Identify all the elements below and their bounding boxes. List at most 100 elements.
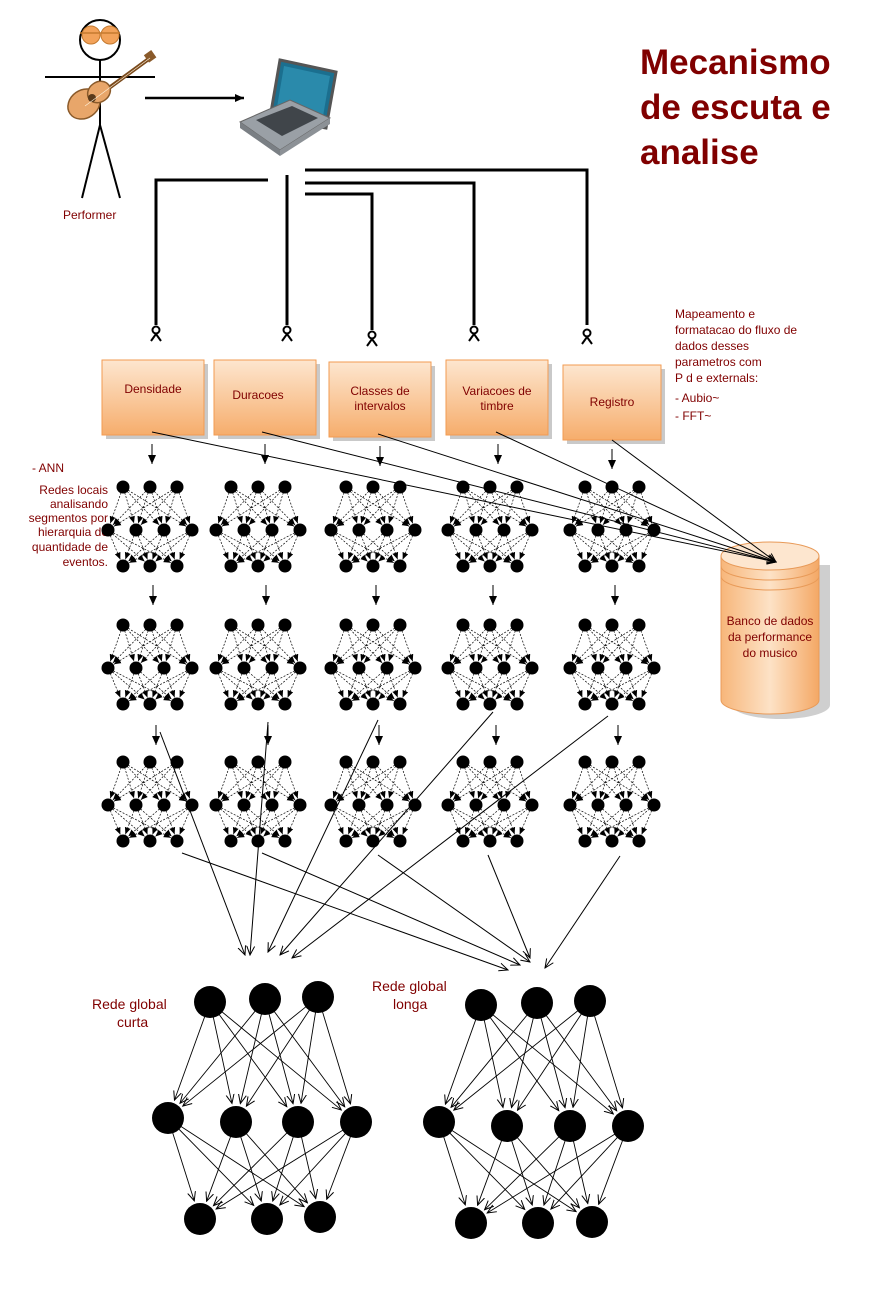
local-network-link (286, 767, 299, 799)
neuron-node (578, 618, 592, 632)
local-network-link (617, 671, 650, 700)
neuron-node (352, 661, 366, 675)
local-network-link (261, 766, 296, 801)
global-network-link (483, 1018, 503, 1108)
neuron-node (352, 523, 366, 537)
local-network-link (128, 671, 160, 700)
local-network-link (286, 630, 299, 662)
local-network-link (401, 492, 414, 524)
neuron-node (497, 798, 511, 812)
local-network-link (112, 491, 147, 526)
local-network-link (273, 767, 284, 799)
local-network-link (178, 492, 191, 524)
global-network-link (216, 1129, 345, 1209)
neuron-node (483, 834, 497, 848)
neuron-node (339, 480, 353, 494)
neuron-node (251, 618, 265, 632)
local-network-link (335, 766, 370, 801)
global-network-link (217, 1013, 286, 1106)
parameter-label: intervalos (354, 399, 405, 413)
neuron-node (265, 661, 279, 675)
local-network-link (151, 767, 163, 799)
ann-note-line-2: Redes locais (39, 483, 108, 497)
neuron-node (605, 480, 619, 494)
database-label-line-1: Banco de dados (727, 614, 814, 628)
local-network-link (469, 807, 527, 839)
local-network-link (113, 670, 171, 702)
local-network-link (152, 673, 163, 698)
local-network-link (452, 533, 485, 562)
local-network-link (602, 766, 636, 801)
local-network-link (287, 535, 299, 560)
local-network-link (466, 766, 500, 801)
neuron-node (293, 661, 307, 675)
local-network-link (388, 492, 399, 524)
local-network-link (452, 671, 485, 700)
neuron-node (647, 523, 661, 537)
neuron-node (224, 755, 238, 769)
local-network-link (614, 673, 625, 698)
global-neuron-node (423, 1106, 455, 1138)
global-network-long (423, 985, 644, 1239)
local-network-link (480, 808, 512, 837)
local-network-link (602, 533, 634, 562)
local-network-link (259, 492, 271, 524)
local-network-links (571, 489, 653, 564)
local-network-link (153, 766, 188, 801)
local-network-link (571, 535, 583, 560)
local-network-link (124, 673, 135, 698)
global-neuron-node (220, 1106, 252, 1138)
local-network-link (165, 767, 176, 799)
network-to-global-arrow (292, 715, 609, 958)
local-network-link (402, 535, 414, 560)
local-network-link (388, 630, 399, 662)
local-network-link (179, 535, 191, 560)
local-network-link (477, 767, 489, 799)
local-network-link (519, 535, 531, 560)
neuron-node (185, 661, 199, 675)
global-network-link (512, 1016, 535, 1108)
local-network-link (574, 491, 609, 526)
ann-note-line-1: - ANN (32, 461, 64, 475)
mapping-note-line-3: dados desses (675, 339, 749, 353)
local-network-link (350, 764, 410, 802)
local-network-link (165, 673, 176, 698)
local-network-link (127, 764, 187, 802)
mapping-note-line-7: - FFT~ (675, 409, 711, 423)
local-network-link (217, 810, 229, 835)
local-network-link (273, 630, 284, 662)
local-network-link (449, 630, 462, 662)
local-network-link (248, 533, 280, 562)
neuron-node (632, 834, 646, 848)
local-network-link (493, 766, 528, 801)
local-network-link (575, 532, 633, 564)
local-network-link (591, 670, 649, 702)
neuron-node (339, 559, 353, 573)
local-network-link (449, 492, 462, 524)
local-network-link (259, 630, 271, 662)
local-network-link (452, 629, 487, 664)
local-network-link (127, 489, 187, 527)
neuron-node (366, 697, 380, 711)
local-network (441, 480, 539, 573)
local-network-link (505, 492, 516, 524)
local-network-link (469, 670, 527, 702)
local-network-link (221, 627, 281, 665)
local-network-link (287, 810, 299, 835)
local-network-link (627, 535, 638, 560)
local-network-link (248, 766, 282, 801)
local-network-link (352, 532, 410, 564)
local-network-links (109, 764, 191, 839)
local-network-link (401, 767, 414, 799)
local-network-link (464, 630, 475, 662)
network-to-global-arrow (159, 731, 245, 955)
local-network-link (449, 767, 462, 799)
local-network-link (388, 673, 399, 698)
neuron-node (469, 523, 483, 537)
global-neuron-node (194, 986, 226, 1018)
neuron-node (324, 523, 338, 537)
local-network (441, 618, 539, 711)
local-network-link (112, 671, 145, 700)
local-network-link (112, 533, 145, 562)
neuron-node (251, 834, 265, 848)
